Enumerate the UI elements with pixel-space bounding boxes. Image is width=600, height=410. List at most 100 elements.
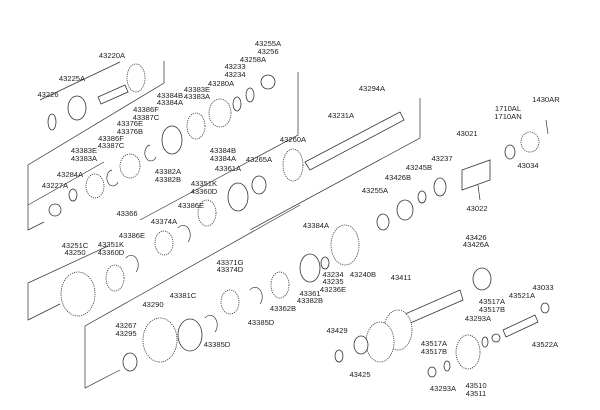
part-label: 43245B <box>406 163 432 172</box>
ring <box>334 349 344 363</box>
part-label: 43374D <box>217 265 244 274</box>
washer <box>427 366 437 378</box>
part-label: 43386F <box>98 134 124 143</box>
part-label: 43258A <box>240 55 267 64</box>
part-label: 43280A <box>208 79 235 88</box>
part-label: 43425 <box>349 370 370 379</box>
part-label: 43383A <box>184 92 211 101</box>
sleeve <box>161 125 183 155</box>
part-label: 43267 <box>115 321 136 330</box>
bearing <box>396 199 414 221</box>
reverse-gear <box>455 334 481 370</box>
ring <box>320 256 330 270</box>
part-label: 43387C <box>133 113 160 122</box>
part-label: 43290 <box>142 300 163 309</box>
bearing <box>472 267 492 291</box>
part-label: 43220A <box>99 51 126 60</box>
part-label: 43022 <box>466 204 487 213</box>
part-label: 43227A <box>42 181 69 190</box>
part-label: 43376B <box>117 127 143 136</box>
part-label: 43235 <box>322 277 343 286</box>
part-label: 43382B <box>155 175 181 184</box>
part-label: 1710AN <box>494 112 521 121</box>
part-label: 43293A <box>430 384 457 393</box>
part-label: 43284A <box>57 170 84 179</box>
panel-shaft <box>249 98 421 231</box>
part-label: 43384A <box>210 154 237 163</box>
snap-ring <box>125 254 139 273</box>
sleeve <box>299 253 321 283</box>
part-label: 43225A <box>59 74 86 83</box>
part-label: 43256 <box>257 47 278 56</box>
snap-ring <box>47 113 57 131</box>
part-label: 43351K <box>98 240 124 249</box>
part-label: 43517A <box>421 339 448 348</box>
gear <box>208 98 232 128</box>
hub <box>154 230 174 256</box>
part-label: 43386E <box>119 231 145 240</box>
part-label: 43295 <box>115 329 136 338</box>
part-label: 43411 <box>391 273 412 282</box>
snap-ring <box>177 224 191 243</box>
snap-ring <box>144 144 157 162</box>
part-label: 43522A <box>532 340 559 349</box>
needle-bearing <box>481 336 489 348</box>
housing <box>461 159 491 191</box>
needle-bearing <box>443 360 451 372</box>
snap-ring <box>106 169 119 187</box>
nut <box>520 131 540 153</box>
synchro-ring <box>270 271 290 299</box>
bolt <box>477 184 481 201</box>
part-label: 43294A <box>359 84 386 93</box>
bearing <box>177 318 203 352</box>
part-labels: 43220A 43225A 43226 43255A 43256 43258A … <box>37 39 560 398</box>
part-label: 43255A <box>362 186 389 195</box>
snap-ring <box>249 286 263 305</box>
gear <box>60 271 96 317</box>
panel-bottom <box>84 204 301 389</box>
part-label: 43517B <box>421 347 447 356</box>
part-label: 43387C <box>98 141 125 150</box>
panel-line <box>27 161 105 206</box>
part-label: 43034 <box>517 161 538 170</box>
part-label: 43386E <box>178 201 204 210</box>
part-label: 43383A <box>71 154 98 163</box>
ring <box>540 302 550 314</box>
part-label: 43384A <box>303 221 330 230</box>
part-label: 43233 <box>224 62 245 71</box>
sleeve <box>227 182 249 212</box>
part-label: 43386F <box>133 105 159 114</box>
part-label: 43360D <box>98 248 125 257</box>
part-label: 43384A <box>157 98 184 107</box>
synchro-ring <box>186 112 206 140</box>
part-label: 43426B <box>385 173 411 182</box>
input-shaft <box>97 84 129 105</box>
part-label: 43366 <box>116 209 137 218</box>
part-label: 43376E <box>117 119 143 128</box>
part-label: 43426 <box>465 233 486 242</box>
snap-ring <box>204 314 218 333</box>
part-label: 43510 <box>465 381 486 390</box>
gear <box>282 148 304 182</box>
part-label: 43382B <box>297 296 323 305</box>
part-label: 43236E <box>320 285 346 294</box>
part-label: 43361 <box>299 289 320 298</box>
sleeve <box>433 177 447 197</box>
part-label: 43384B <box>210 146 236 155</box>
bearing <box>122 352 138 372</box>
ring <box>68 188 78 202</box>
part-label: 43517B <box>479 305 505 314</box>
part-label: 43383E <box>184 85 210 94</box>
part-label: 43360D <box>191 187 218 196</box>
part-label: 43429 <box>326 326 347 335</box>
part-label: 43265A <box>246 155 273 164</box>
part-label: 43382A <box>155 167 182 176</box>
part-label: 1430AR <box>532 95 560 104</box>
part-label: 43251C <box>62 241 89 250</box>
ring <box>417 190 427 204</box>
part-label: 43231A <box>328 111 355 120</box>
parts <box>47 63 550 378</box>
part-label: 43234 <box>322 270 343 279</box>
panel-line <box>39 61 121 101</box>
